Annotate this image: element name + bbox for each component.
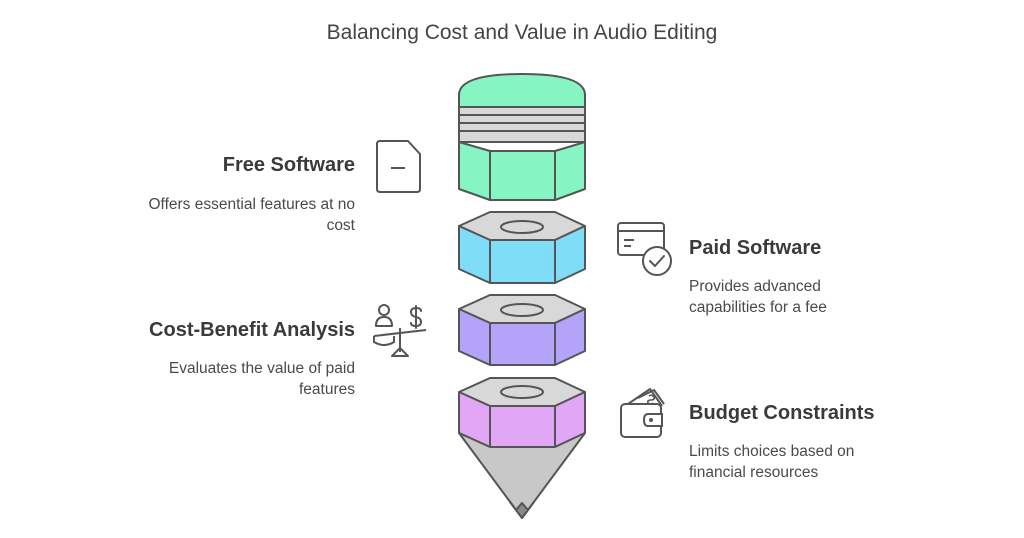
budget-constraints-description: Limits choices based on financial resour…	[689, 443, 855, 481]
free-software-label: Free Software	[222, 154, 355, 176]
cost-benefit-analysis-description: Evaluates the value of paid features	[168, 360, 355, 398]
credit-card-check-icon	[617, 222, 672, 276]
pencil-segment-free-software	[458, 73, 586, 201]
paid-software-label: Paid Software	[689, 237, 822, 259]
budget-constraints-label: Budget Constraints	[689, 402, 875, 424]
pencil-segment-cost-benefit-analysis	[458, 294, 586, 366]
pencil-segment-paid-software	[458, 211, 586, 284]
diagram-title: Balancing Cost and Value in Audio Editin…	[326, 21, 718, 44]
balance-scale-icon	[373, 304, 427, 357]
pencil-segment-budget-constraints	[458, 377, 586, 448]
free-software-description: Offers essential features at no cost	[148, 196, 356, 234]
paid-software-description: Provides advanced capabilities for a fee	[689, 278, 827, 316]
pencil-tip	[458, 432, 586, 519]
document-icon	[376, 140, 421, 193]
wallet-icon	[620, 388, 665, 438]
cost-benefit-analysis-label: Cost-Benefit Analysis	[149, 319, 355, 341]
